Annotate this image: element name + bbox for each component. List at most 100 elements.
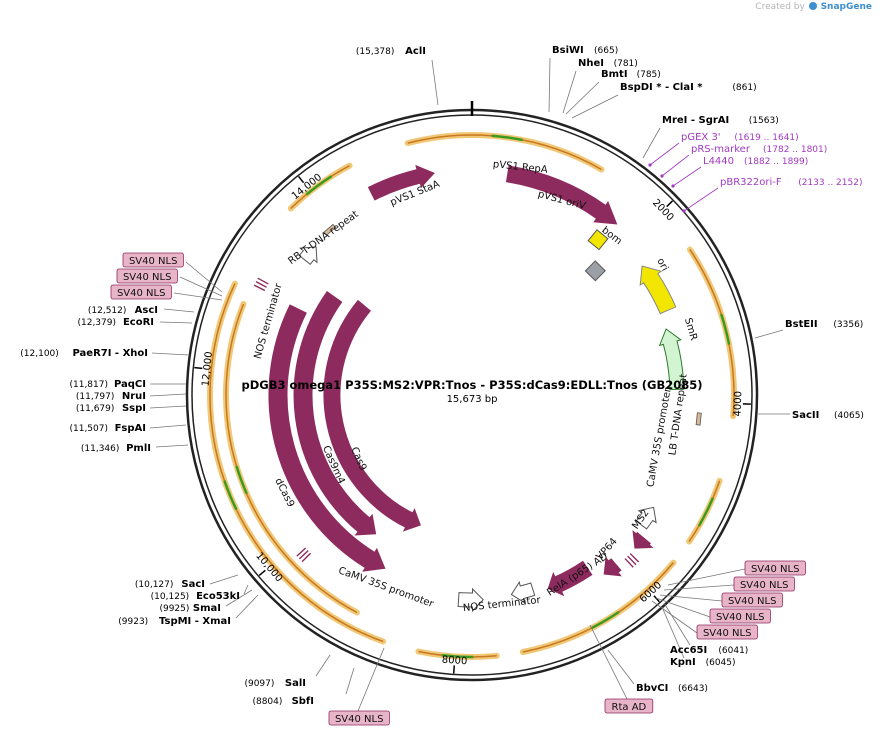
feature-box-label: SV40 NLS: [728, 596, 777, 607]
enzyme-name: SmaI: [193, 603, 221, 614]
orf-direction-arrow: [491, 134, 523, 142]
orf-layer: [207, 132, 737, 660]
primer-name: pGEX 3': [681, 132, 721, 143]
nos-terminator-a: [510, 580, 536, 604]
enzyme-position: (11,797): [76, 392, 115, 402]
feature-box: [604, 698, 654, 714]
nls-mark: [624, 558, 634, 568]
leader-line: [345, 667, 355, 695]
promoter-35s-b: [457, 587, 484, 613]
nls-mark: [253, 284, 266, 292]
enzyme-position: (781): [614, 59, 638, 69]
feature-box: [110, 284, 172, 300]
feature-box: [733, 576, 795, 592]
feature-box-label: SV40 NLS: [117, 288, 166, 299]
enzyme-name: AscI: [135, 305, 158, 316]
leader-line: [663, 584, 735, 591]
enzyme-position: (10,125): [151, 592, 190, 602]
leader-line: [149, 405, 187, 409]
smr-arrow: [658, 328, 685, 391]
enzyme-position: (11,679): [76, 404, 115, 414]
primer-leader: [672, 166, 702, 187]
leader-line: [431, 59, 439, 106]
enzyme-position: (4065): [834, 411, 864, 421]
primer-position: (1782 .. 1801): [763, 145, 827, 155]
enzyme-name: NheI: [578, 58, 604, 69]
ms2-arrow: [632, 530, 654, 549]
leader-line: [315, 654, 331, 677]
tick-mark: [194, 366, 203, 370]
enzyme-position: (9097): [244, 679, 274, 689]
leader-line: [163, 308, 195, 313]
feature-label-smr: SmR: [682, 317, 699, 342]
leader-line: [209, 574, 239, 585]
primer-site: [671, 184, 675, 188]
tick-label: 10,000: [253, 551, 284, 585]
enzyme-name: Acc65I: [670, 645, 707, 656]
feature-box-label: SV40 NLS: [740, 580, 789, 591]
cas9m4-arrow: [293, 291, 377, 536]
enzyme-position: (10,127): [135, 580, 174, 590]
primer-leader: [661, 154, 690, 177]
enzyme-name: NruI: [122, 391, 146, 402]
feature-box-label: SV40 NLS: [335, 714, 384, 725]
feature-label-rb-tdna-repeat: RB T-DNA repeat: [286, 209, 360, 267]
leader-line: [357, 647, 385, 712]
enzyme-name: SacI: [181, 579, 205, 590]
tick-label: 8000: [441, 655, 467, 668]
nls-mark: [629, 553, 640, 563]
leader-line: [179, 276, 223, 297]
vp64-arrow: [603, 556, 622, 577]
enzyme-name: Eco53kI: [196, 591, 240, 602]
orf-direction-arrow: [720, 313, 731, 345]
enzyme-name: PaqCI: [114, 379, 146, 390]
feature-box: [709, 608, 771, 624]
nos-terminator-b: [298, 246, 318, 266]
feature-box: [696, 624, 758, 640]
enzyme-position: (12,379): [77, 318, 116, 328]
cas9-arrow: [323, 299, 421, 532]
leader-line: [185, 261, 223, 293]
enzyme-name: BsiWI: [552, 45, 584, 56]
feature-box-label: SV40 NLS: [716, 612, 765, 623]
enzyme-name: PaeR7I - XhoI: [72, 348, 148, 359]
enzyme-name: FspAI: [115, 423, 146, 434]
nls-mark: [257, 277, 269, 285]
rb-tdna-repeat-bar: [323, 223, 337, 236]
enzyme-name: BstEII: [785, 319, 818, 330]
primer-name: L4440: [703, 156, 734, 167]
feature-box: [116, 268, 178, 284]
enzyme-position: (15,378): [356, 47, 395, 57]
rela-ad-arrow: [547, 560, 593, 597]
leader-line: [155, 444, 189, 448]
leader-line: [243, 584, 249, 595]
orf-direction-arrow: [591, 610, 620, 630]
feature-box-label: SV40 NLS: [751, 564, 800, 575]
enzyme-position: (12,100): [20, 349, 59, 359]
primer-position: (1882 .. 1899): [744, 157, 808, 167]
enzyme-position: (6643): [678, 684, 708, 694]
tick-label: 4000: [732, 391, 744, 417]
leader-line: [151, 352, 189, 356]
leader-line: [149, 424, 187, 429]
orf-direction-arrow: [697, 497, 715, 527]
primer-position: (1619 .. 1641): [734, 133, 798, 143]
orf-arc: [686, 477, 723, 545]
orf-direction-arrow: [223, 480, 238, 511]
enzyme-name: SacII: [792, 410, 819, 421]
leader-lines: [149, 57, 790, 712]
feature-label-ori: ori: [654, 256, 670, 273]
leader-line: [589, 624, 628, 700]
primer-name: pBR322ori-F: [720, 177, 782, 188]
feature-box: [744, 560, 806, 576]
enzyme-name: SbfI: [292, 696, 314, 707]
enzyme-position: (3356): [833, 320, 863, 330]
credit-brand: SnapGene: [820, 2, 872, 12]
leader-line: [754, 329, 784, 339]
enzyme-name: SalI: [285, 678, 306, 689]
leader-line: [173, 292, 223, 301]
pvs1-staa-arrow: [367, 164, 435, 201]
tick-mark: [298, 175, 305, 184]
feature-box-label: SV40 NLS: [129, 256, 178, 267]
